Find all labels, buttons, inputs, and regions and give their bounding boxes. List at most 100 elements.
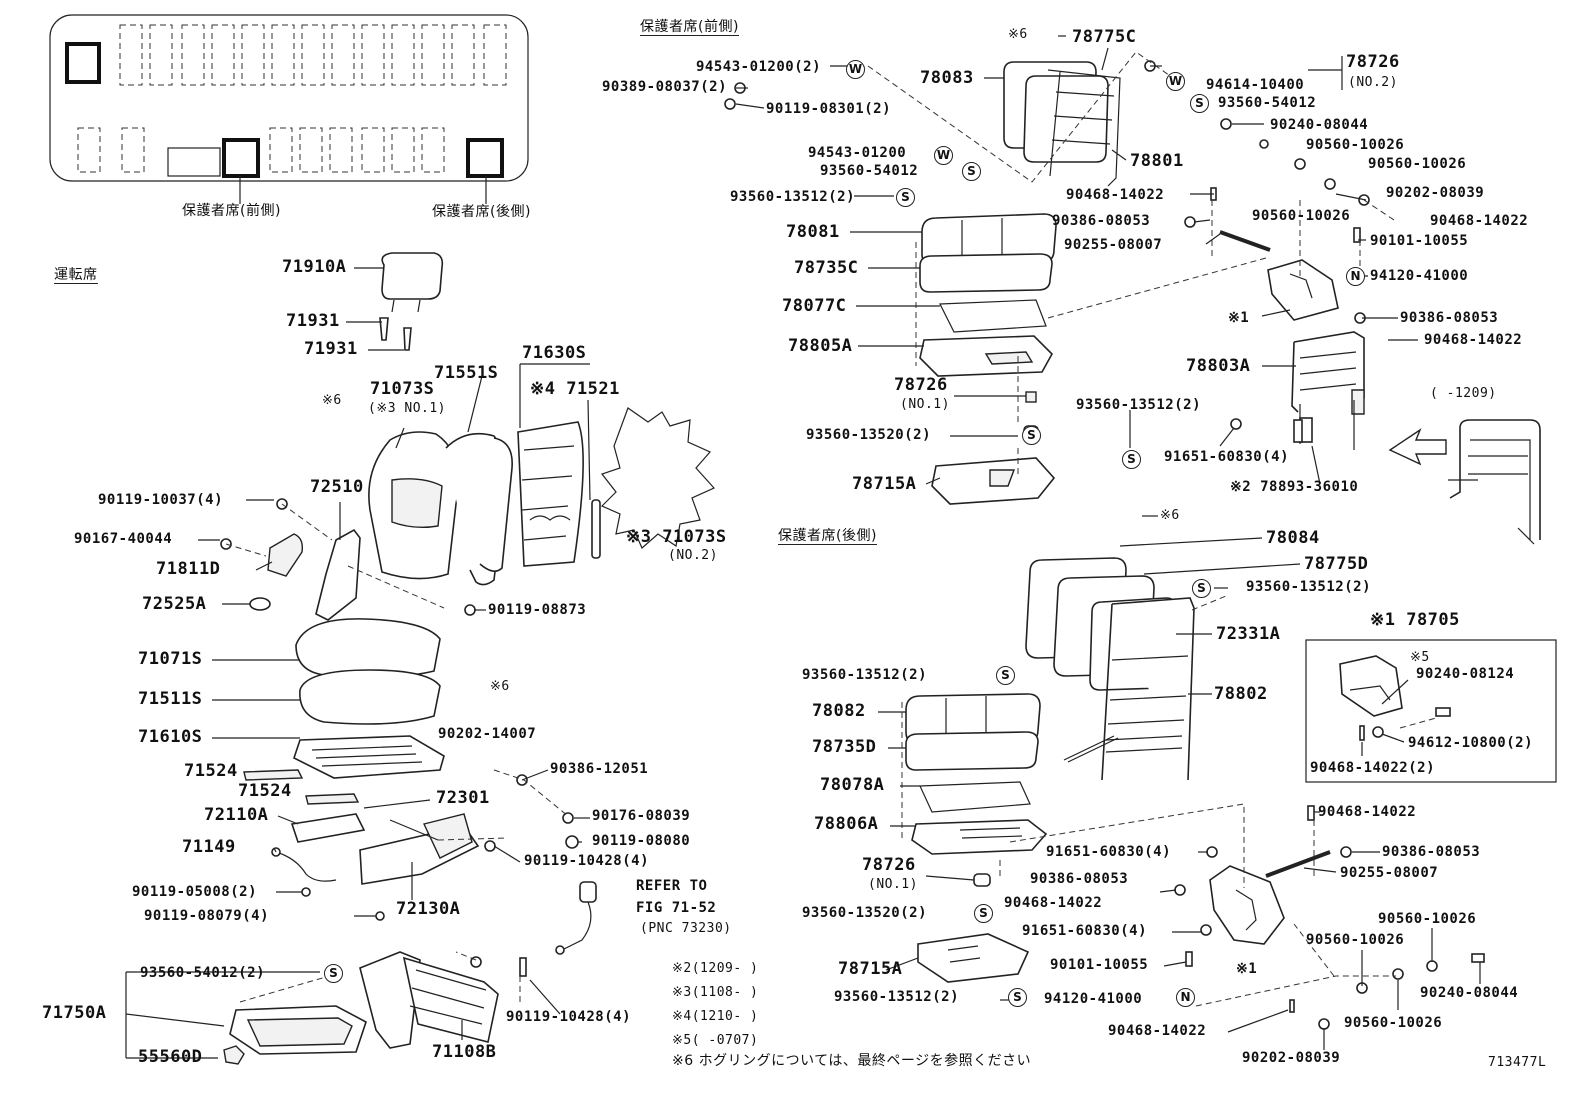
- note-mark: ※1: [1228, 310, 1250, 326]
- note-mark: ※6: [1008, 27, 1028, 42]
- part-label: 94543-01200: [808, 145, 907, 161]
- part-label: 72510: [310, 477, 364, 497]
- s-badge: S: [896, 188, 915, 207]
- part-label: 78735D: [812, 737, 877, 757]
- part-label: ※4 71521: [530, 379, 620, 399]
- part-label: 71511S: [138, 689, 203, 709]
- s-badge: S: [324, 964, 343, 983]
- part-label: 90255-08007: [1064, 237, 1163, 253]
- refer-line: REFER TO: [636, 878, 708, 894]
- note-mark: ※6: [1160, 508, 1180, 523]
- part-label: 72110A: [204, 805, 269, 825]
- footnote: ※3(1108- ): [672, 985, 759, 1000]
- part-label: 78083: [920, 68, 974, 88]
- part-label: 90202-08039: [1386, 185, 1485, 201]
- part-label: 72130A: [396, 899, 461, 919]
- part-label: 78726: [1346, 52, 1400, 72]
- part-label: 71931: [304, 339, 358, 359]
- part-label: 78726: [894, 375, 948, 395]
- part-label: 94612-10800(2): [1408, 735, 1534, 751]
- footnote: ※2(1209- ): [672, 961, 759, 976]
- part-label: 90386-08053: [1382, 844, 1481, 860]
- part-label: 78735C: [794, 258, 859, 278]
- part-label: 90119-08873: [488, 602, 587, 618]
- part-label: ※2 78893-36010: [1230, 479, 1359, 495]
- part-label: 90119-08080: [592, 833, 691, 849]
- part-label: 71811D: [156, 559, 221, 579]
- s-badge: S: [1192, 579, 1211, 598]
- part-label: 91651-60830(4): [1164, 449, 1290, 465]
- s-badge: S: [974, 904, 993, 923]
- part-label: 93560-13520(2): [806, 427, 932, 443]
- part-label: 90468-14022: [1108, 1023, 1207, 1039]
- part-label: 71108B: [432, 1042, 497, 1062]
- part-note: (NO.1): [900, 397, 950, 412]
- s-badge: S: [996, 666, 1015, 685]
- part-label: 93560-54012: [820, 163, 919, 179]
- part-label: 78715A: [838, 959, 903, 979]
- part-label: 78803A: [1186, 356, 1251, 376]
- part-label: 78078A: [820, 775, 885, 795]
- part-label: 94120-41000: [1370, 268, 1469, 284]
- part-label: 71524: [238, 781, 292, 801]
- layout-caption-front: 保護者席(前側): [182, 203, 281, 219]
- part-label: 78715A: [852, 474, 917, 494]
- part-label: 90468-14022: [1318, 804, 1417, 820]
- part-note: (NO.1): [868, 877, 918, 892]
- part-label: 94614-10400: [1206, 77, 1305, 93]
- note-mark: ※6: [322, 393, 342, 408]
- part-label: 90468-14022: [1430, 213, 1529, 229]
- note-mark: ※5: [1410, 650, 1430, 665]
- part-label: 90240-08044: [1270, 117, 1369, 133]
- seat-layout-map: [49, 14, 529, 204]
- part-label: 90119-10037(4): [98, 492, 224, 508]
- part-label: 78082: [812, 701, 866, 721]
- part-label: 90386-08053: [1400, 310, 1499, 326]
- part-label: 93560-13512(2): [1076, 397, 1202, 413]
- part-label: 90389-08037(2): [602, 79, 728, 95]
- s-badge: S: [1022, 426, 1041, 445]
- part-label: 71630S: [522, 343, 587, 363]
- part-label: 78802: [1214, 684, 1268, 704]
- s-badge: S: [1008, 988, 1027, 1007]
- part-label: 90560-10026: [1368, 156, 1467, 172]
- diagram-code: 713477L: [1488, 1055, 1547, 1070]
- n-badge: N: [1346, 267, 1365, 286]
- part-label: 71610S: [138, 727, 203, 747]
- part-label: 93560-13512(2): [802, 667, 928, 683]
- part-label: ※1 78705: [1370, 610, 1460, 630]
- part-label: 78775C: [1072, 27, 1137, 47]
- part-label: 78806A: [814, 814, 879, 834]
- part-label: 93560-13520(2): [802, 905, 928, 921]
- n-badge: N: [1176, 988, 1195, 1007]
- part-label: 94543-01200(2): [696, 59, 822, 75]
- part-label: 93560-54012: [1218, 95, 1317, 111]
- part-label: 90119-10428(4): [506, 1009, 632, 1025]
- part-label: 90468-14022(2): [1310, 760, 1436, 776]
- w-badge: W: [934, 146, 953, 165]
- section-guardian-rear: 保護者席(後側): [778, 528, 877, 545]
- part-note: (NO.2): [668, 548, 718, 563]
- part-label: 90101-10055: [1370, 233, 1469, 249]
- part-label: ※3 71073S: [626, 527, 727, 547]
- part-label: 90119-10428(4): [524, 853, 650, 869]
- part-label: 90468-14022: [1004, 895, 1103, 911]
- part-label: 90176-08039: [592, 808, 691, 824]
- part-label: 90119-05008(2): [132, 884, 258, 900]
- part-label: 90468-14022: [1424, 332, 1523, 348]
- w-badge: W: [1166, 72, 1185, 91]
- part-label: 93560-13512(2): [1246, 579, 1372, 595]
- part-label: 90560-10026: [1306, 932, 1405, 948]
- part-label: 90468-14022: [1066, 187, 1165, 203]
- footnote: ※4(1210- ): [672, 1009, 759, 1024]
- part-label: 90560-10026: [1344, 1015, 1443, 1031]
- section-guardian-front: 保護者席(前側): [640, 19, 739, 36]
- part-label: 90386-12051: [550, 761, 649, 777]
- part-label: 78801: [1130, 151, 1184, 171]
- part-label: 90386-08053: [1030, 871, 1129, 887]
- part-label: 71071S: [138, 649, 203, 669]
- part-label: 90386-08053: [1052, 213, 1151, 229]
- guardian-rear-seat-drawing: [901, 557, 1557, 1030]
- part-label: 94120-41000: [1044, 991, 1143, 1007]
- part-label: 78081: [786, 222, 840, 242]
